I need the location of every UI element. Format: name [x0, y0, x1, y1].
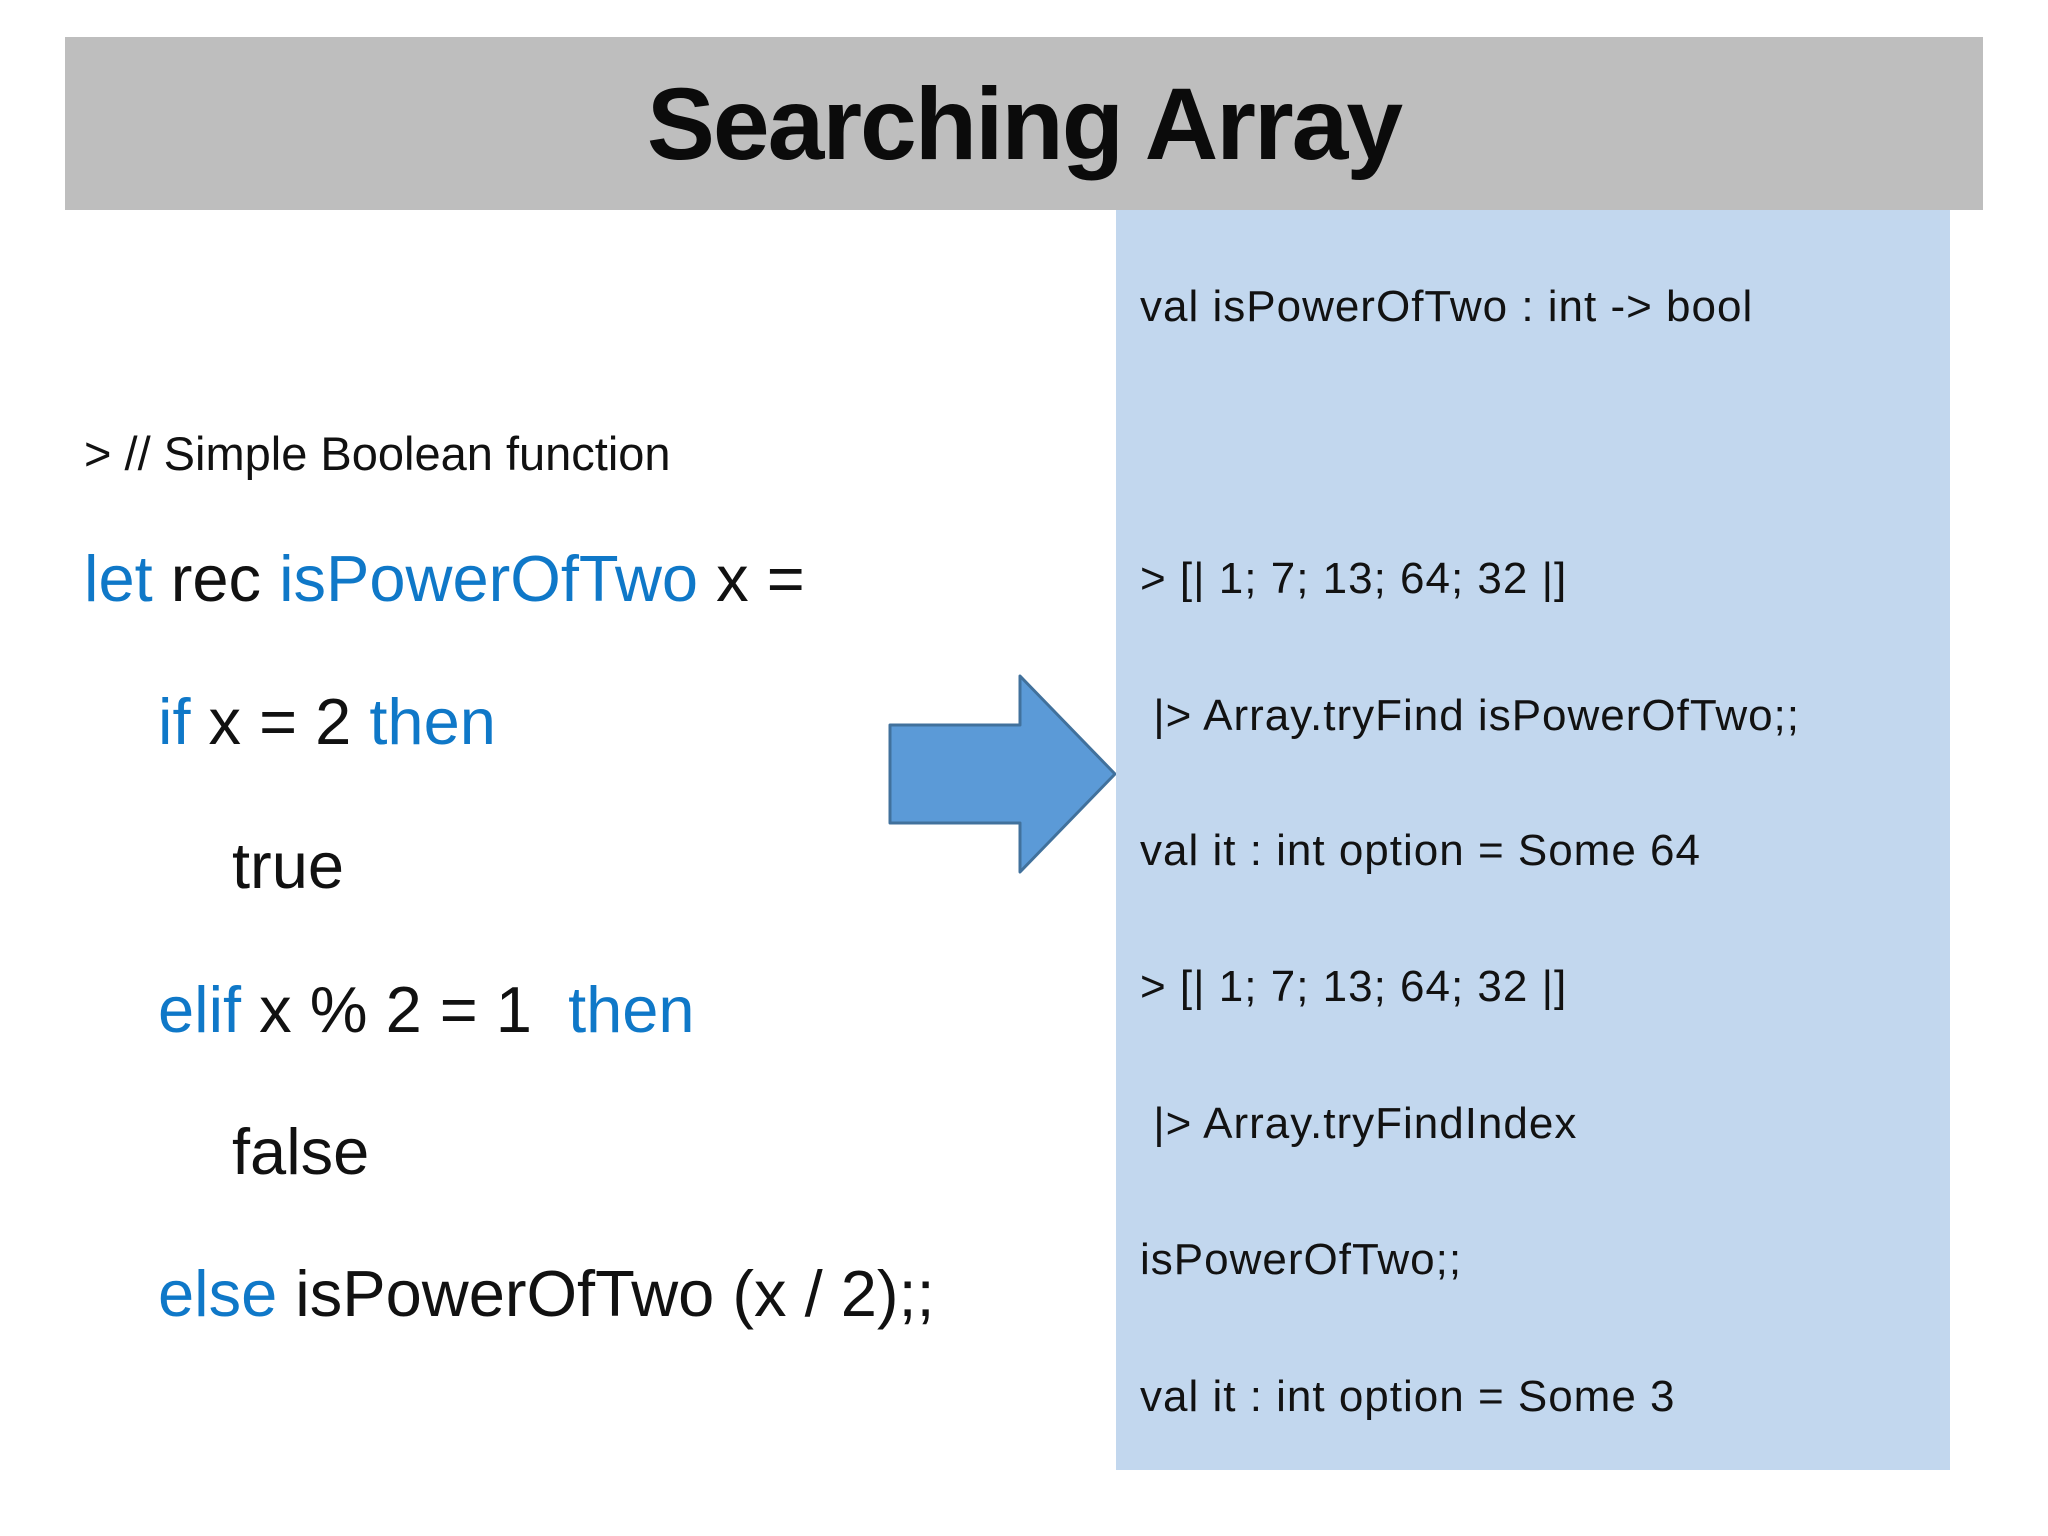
keyword-elif: elif — [158, 973, 242, 1046]
repl-text: |> Array.tryFindIndex — [1140, 1099, 1578, 1148]
repl-line-result-some64: val it : int option = Some 64 — [1140, 826, 1701, 877]
arrow-right-icon — [888, 674, 1117, 874]
repl-line-val-signature: val isPowerOfTwo : int -> bool — [1140, 282, 1753, 333]
code-line-true: true — [232, 829, 344, 904]
slide-title: Searching Array — [646, 66, 1403, 181]
code-line-else: else isPowerOfTwo (x / 2);; — [158, 1257, 935, 1332]
repl-line-array-literal-1: > [| 1; 7; 13; 64; 32 |] — [1140, 554, 1567, 605]
keyword-then: then — [369, 685, 496, 758]
title-bar: Searching Array — [65, 37, 1983, 210]
code-text: x = — [698, 542, 805, 615]
code-text: true — [232, 829, 345, 902]
keyword-then: then — [568, 973, 695, 1046]
repl-text: |> Array.tryFind isPowerOfTwo;; — [1140, 691, 1801, 740]
repl-line-ispoweroftwo-arg: isPowerOfTwo;; — [1140, 1235, 1462, 1286]
keyword-let: let — [84, 542, 153, 615]
comment-text: > // Simple Boolean function — [84, 427, 671, 480]
repl-line-result-some3: val it : int option = Some 3 — [1140, 1372, 1676, 1423]
repl-panel: val isPowerOfTwo : int -> bool > [| 1; 7… — [1116, 210, 1950, 1470]
repl-text: val it : int option = Some 3 — [1140, 1372, 1676, 1421]
code-comment-line: > // Simple Boolean function — [84, 427, 671, 481]
code-text: x = 2 — [190, 685, 370, 758]
repl-text: > [| 1; 7; 13; 64; 32 |] — [1140, 554, 1568, 603]
function-name: isPowerOfTwo — [279, 542, 699, 615]
keyword-if: if — [158, 685, 191, 758]
code-text: rec — [152, 542, 280, 615]
keyword-else: else — [158, 1257, 278, 1330]
code-line-if: if x = 2 then — [158, 685, 496, 760]
code-text: x % 2 = 1 — [241, 973, 569, 1046]
code-line-false: false — [232, 1115, 369, 1190]
repl-line-array-literal-2: > [| 1; 7; 13; 64; 32 |] — [1140, 962, 1567, 1013]
repl-text: val it : int option = Some 64 — [1140, 826, 1701, 875]
code-text: false — [232, 1115, 370, 1188]
code-line-elif: elif x % 2 = 1 then — [158, 973, 695, 1048]
repl-text: > [| 1; 7; 13; 64; 32 |] — [1140, 962, 1568, 1011]
repl-line-tryfind: |> Array.tryFind isPowerOfTwo;; — [1140, 691, 1800, 742]
repl-line-tryfindindex: |> Array.tryFindIndex — [1140, 1099, 1577, 1150]
code-line-let: let rec isPowerOfTwo x = — [84, 542, 805, 617]
repl-text: isPowerOfTwo;; — [1140, 1235, 1463, 1284]
code-text: isPowerOfTwo (x / 2);; — [277, 1257, 935, 1330]
repl-text: val isPowerOfTwo : int -> bool — [1140, 282, 1754, 331]
